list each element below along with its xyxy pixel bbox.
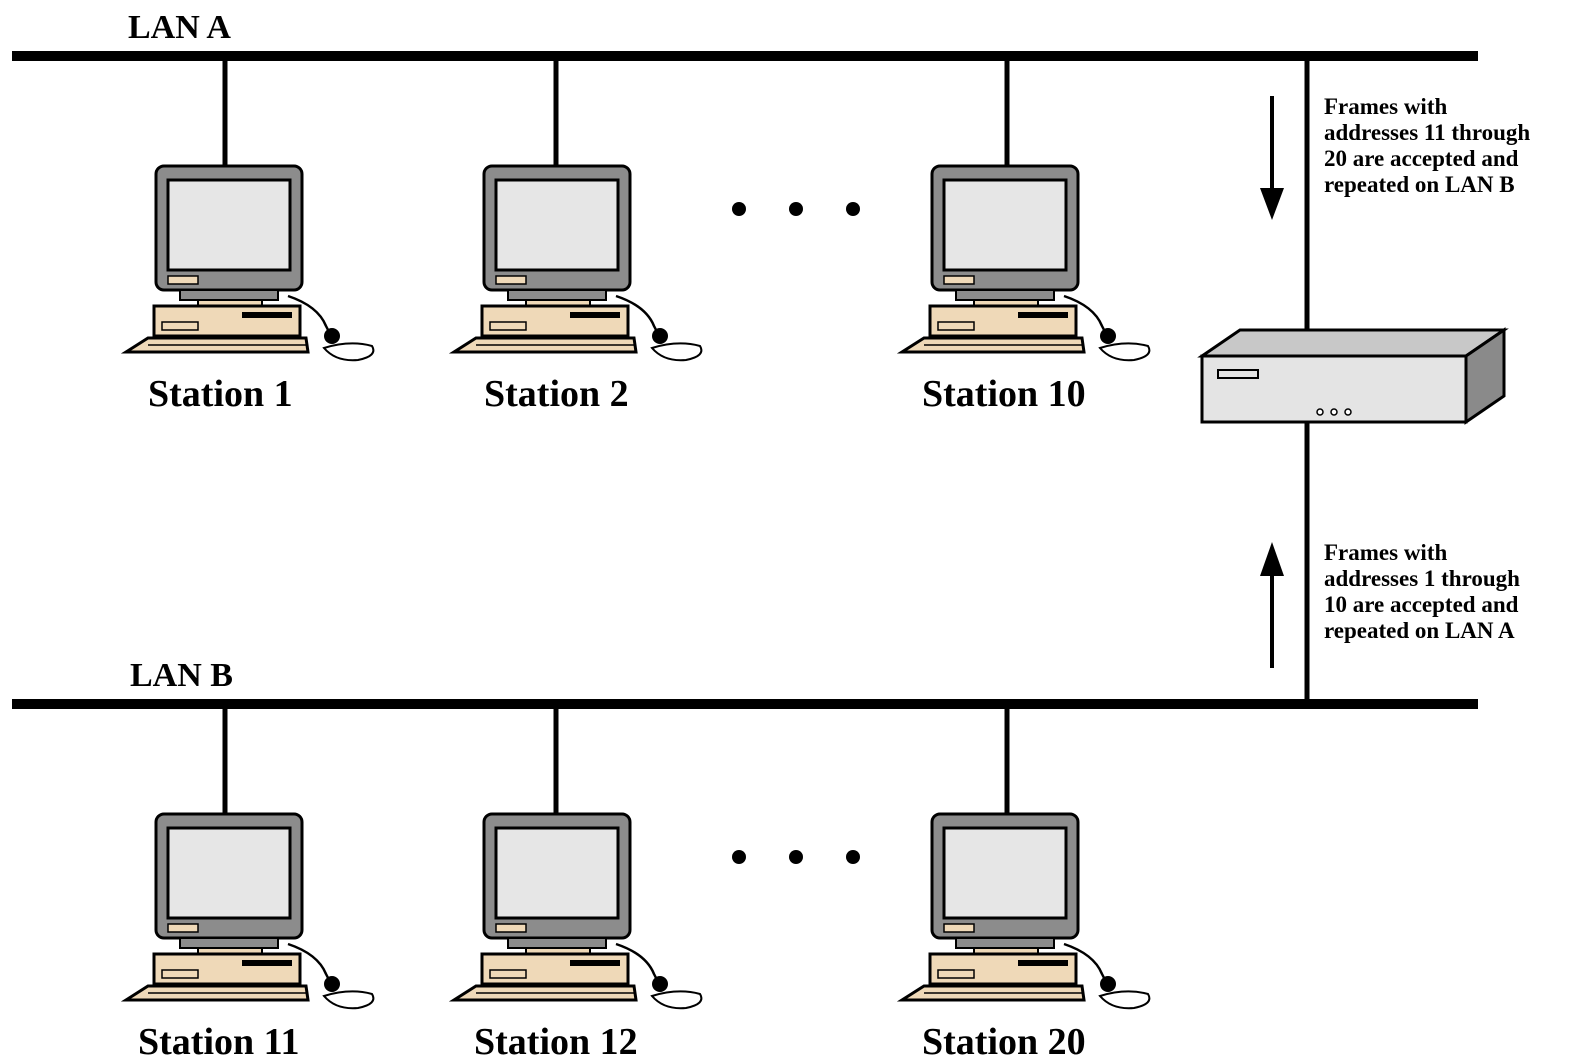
ellipsis-icon [732,202,860,216]
station-label: Station 2 [484,373,629,415]
station-label: Station 1 [148,373,293,415]
station-label: Station 12 [474,1021,638,1063]
note-down-line: Frames with [1324,94,1447,119]
note-up-line: 10 are accepted and [1324,592,1519,617]
workstation-icon [900,164,1151,362]
workstation-icon [124,812,375,1010]
note-down: Frames with addresses 11 through 20 are … [1324,94,1536,197]
station-label: Station 20 [922,1021,1086,1063]
note-up-line: Frames with [1324,540,1447,565]
station-label: Station 11 [138,1021,300,1063]
lan-b-label: LAN B [130,657,233,694]
note-down-line: repeated on LAN B [1324,172,1515,197]
note-down-line: addresses 11 through [1324,120,1530,145]
workstation-icon [124,164,375,362]
arrow-down-icon [1260,96,1284,220]
arrow-up-icon [1260,542,1284,668]
lan-a-label: LAN A [128,9,231,46]
note-up-line: addresses 1 through [1324,566,1520,591]
workstation-icon [900,812,1151,1010]
workstation-icon [452,812,703,1010]
ellipsis-icon [732,850,860,864]
bridge-device-icon [1197,327,1509,425]
station-label: Station 10 [922,373,1086,415]
workstation-icon [452,164,703,362]
note-up: Frames with addresses 1 through 10 are a… [1324,540,1526,643]
note-up-line: repeated on LAN A [1324,618,1515,643]
note-down-line: 20 are accepted and [1324,146,1519,171]
